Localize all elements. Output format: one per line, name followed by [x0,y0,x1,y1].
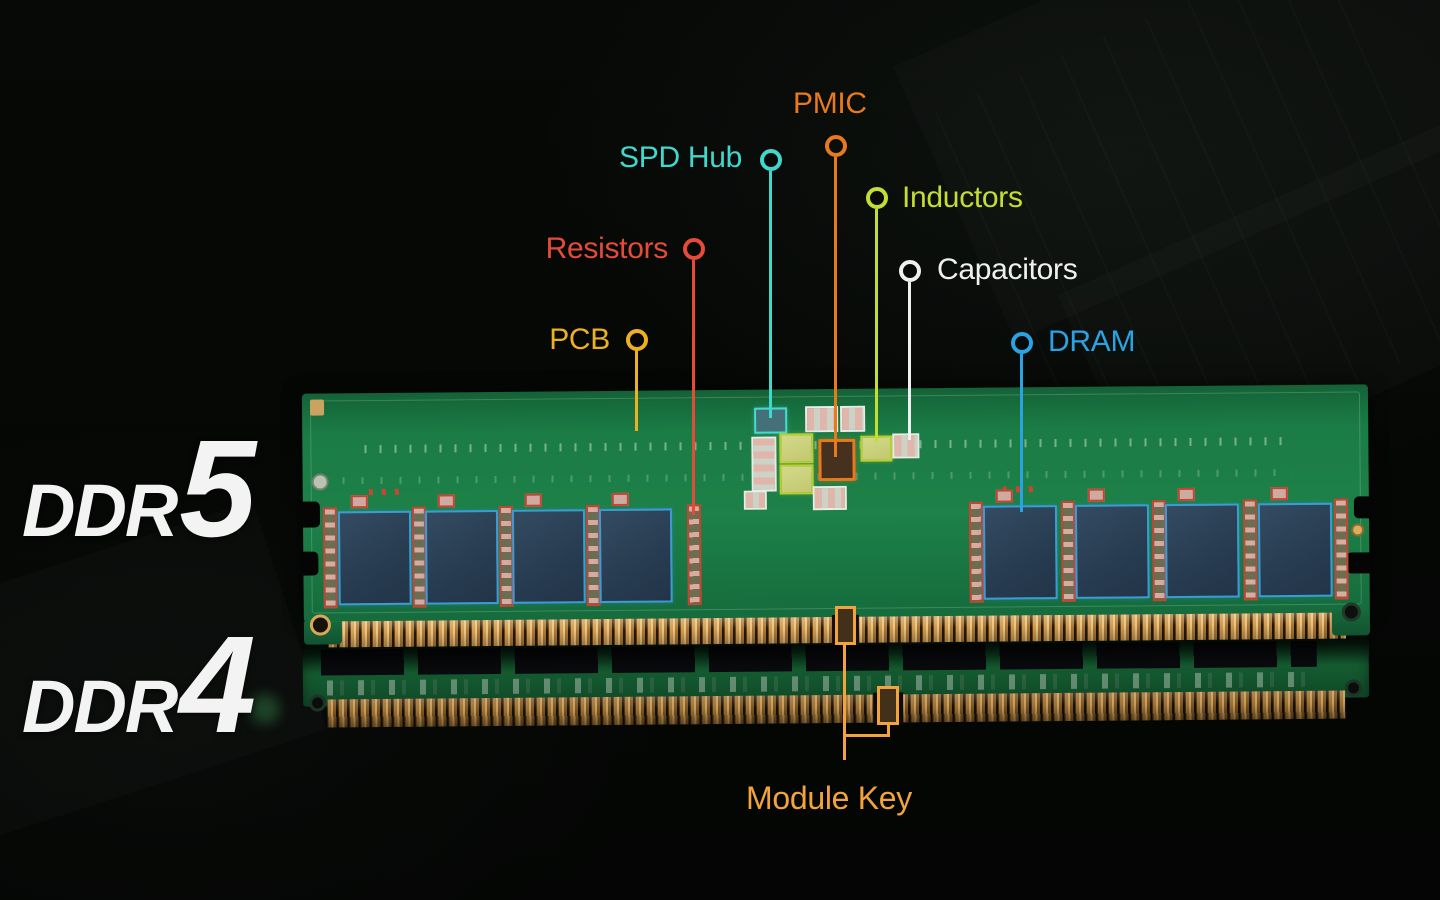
chip-capacitor [1270,487,1288,501]
callout-pcb-label: PCB [549,323,610,356]
callout-resistors-label: Resistors [545,232,669,265]
ddr5-corner-pad [309,399,325,416]
ddr5-test-pad [1351,523,1365,537]
callout-dram-dot [1011,332,1033,354]
callout-inductors-line [875,209,878,442]
resistor-strip [1242,499,1258,601]
ddr4-mount-hole-left [309,694,327,712]
module-key-line-horizontal [843,734,890,737]
ddr5-edge-notch [1346,552,1372,574]
ddr5-label-prefix: DDR [22,469,178,552]
callout-pmic-line [834,157,837,457]
capacitor-group [743,490,767,510]
chip-capacitor [350,495,368,509]
callout-spd-hub-line [769,171,772,418]
ddr4-module [302,637,1370,734]
callout-inductors-dot [866,187,888,209]
ddr5-edge-notch [301,551,319,576]
dram-chip [1074,504,1150,599]
dram-chip [1257,502,1333,598]
ddr5-mount-hole-bottom-left [309,614,332,636]
callout-pmic-label: PMIC [793,87,867,120]
callout-module-key-label: Module Key [746,780,912,816]
callout-pcb-line [635,351,638,431]
capacitor-column [751,436,777,492]
ddr5-edge-notch [1353,496,1372,519]
background-glow-dot [250,694,280,724]
chip-capacitor [995,489,1013,503]
callout-dram-label: DRAM [1048,325,1136,358]
chip-capacitor [611,492,629,506]
callout-capacitors-label: Capacitors [937,253,1078,286]
callout-capacitors-dot [899,260,921,282]
inductor [779,433,814,464]
chip-capacitor [1087,488,1105,502]
ddr4-mount-hole-right [1344,679,1363,697]
dram-chip [982,505,1058,600]
ddr4-label-number: 4 [179,608,256,762]
ddr4-module-key-highlight [877,686,899,725]
chip-capacitor [524,493,542,507]
callout-inductors-label: Inductors [902,181,1023,214]
module-key-line-stub [887,725,890,737]
ddr5-mount-hole-top-left [311,473,329,491]
capacitor-group [892,433,920,459]
callout-resistors-dot [683,238,705,260]
capacitor-group [812,485,847,511]
ddr5-mount-hole-bottom-right [1341,602,1361,622]
ddr5-edge-notch [300,501,321,528]
dram-chip [1164,503,1240,599]
ddr4-label: DDR 4 [22,608,256,762]
callout-dram-line [1020,354,1023,512]
module-key-line-main [843,644,846,760]
callout-pcb-dot [626,329,648,351]
callout-spd-hub-dot [760,149,782,171]
resistor-strip [1333,498,1349,600]
resistor-strip [968,501,984,603]
resistor-strip [686,504,702,606]
chip-capacitor [1177,487,1195,502]
ddr5-label-number: 5 [179,412,256,566]
callout-spd-hub-label: SPD Hub [619,141,742,174]
ddr4-label-prefix: DDR [22,665,178,748]
capacitor-group [840,405,866,432]
ddr5-label: DDR 5 [22,412,256,566]
dram-chip [337,510,412,606]
dram-chip [598,508,673,604]
resistor-strip [1060,500,1076,603]
callout-resistors-line [692,260,695,515]
resistor-strip [322,507,338,609]
ddr5-module-key-highlight [835,606,856,645]
ddr5-marker-dots [368,488,403,496]
callout-pmic-dot [825,135,847,157]
chip-capacitor [437,494,455,508]
inductor [779,464,814,495]
dram-chip [511,509,586,604]
dram-chip [424,509,499,605]
callout-capacitors-line [908,282,911,440]
